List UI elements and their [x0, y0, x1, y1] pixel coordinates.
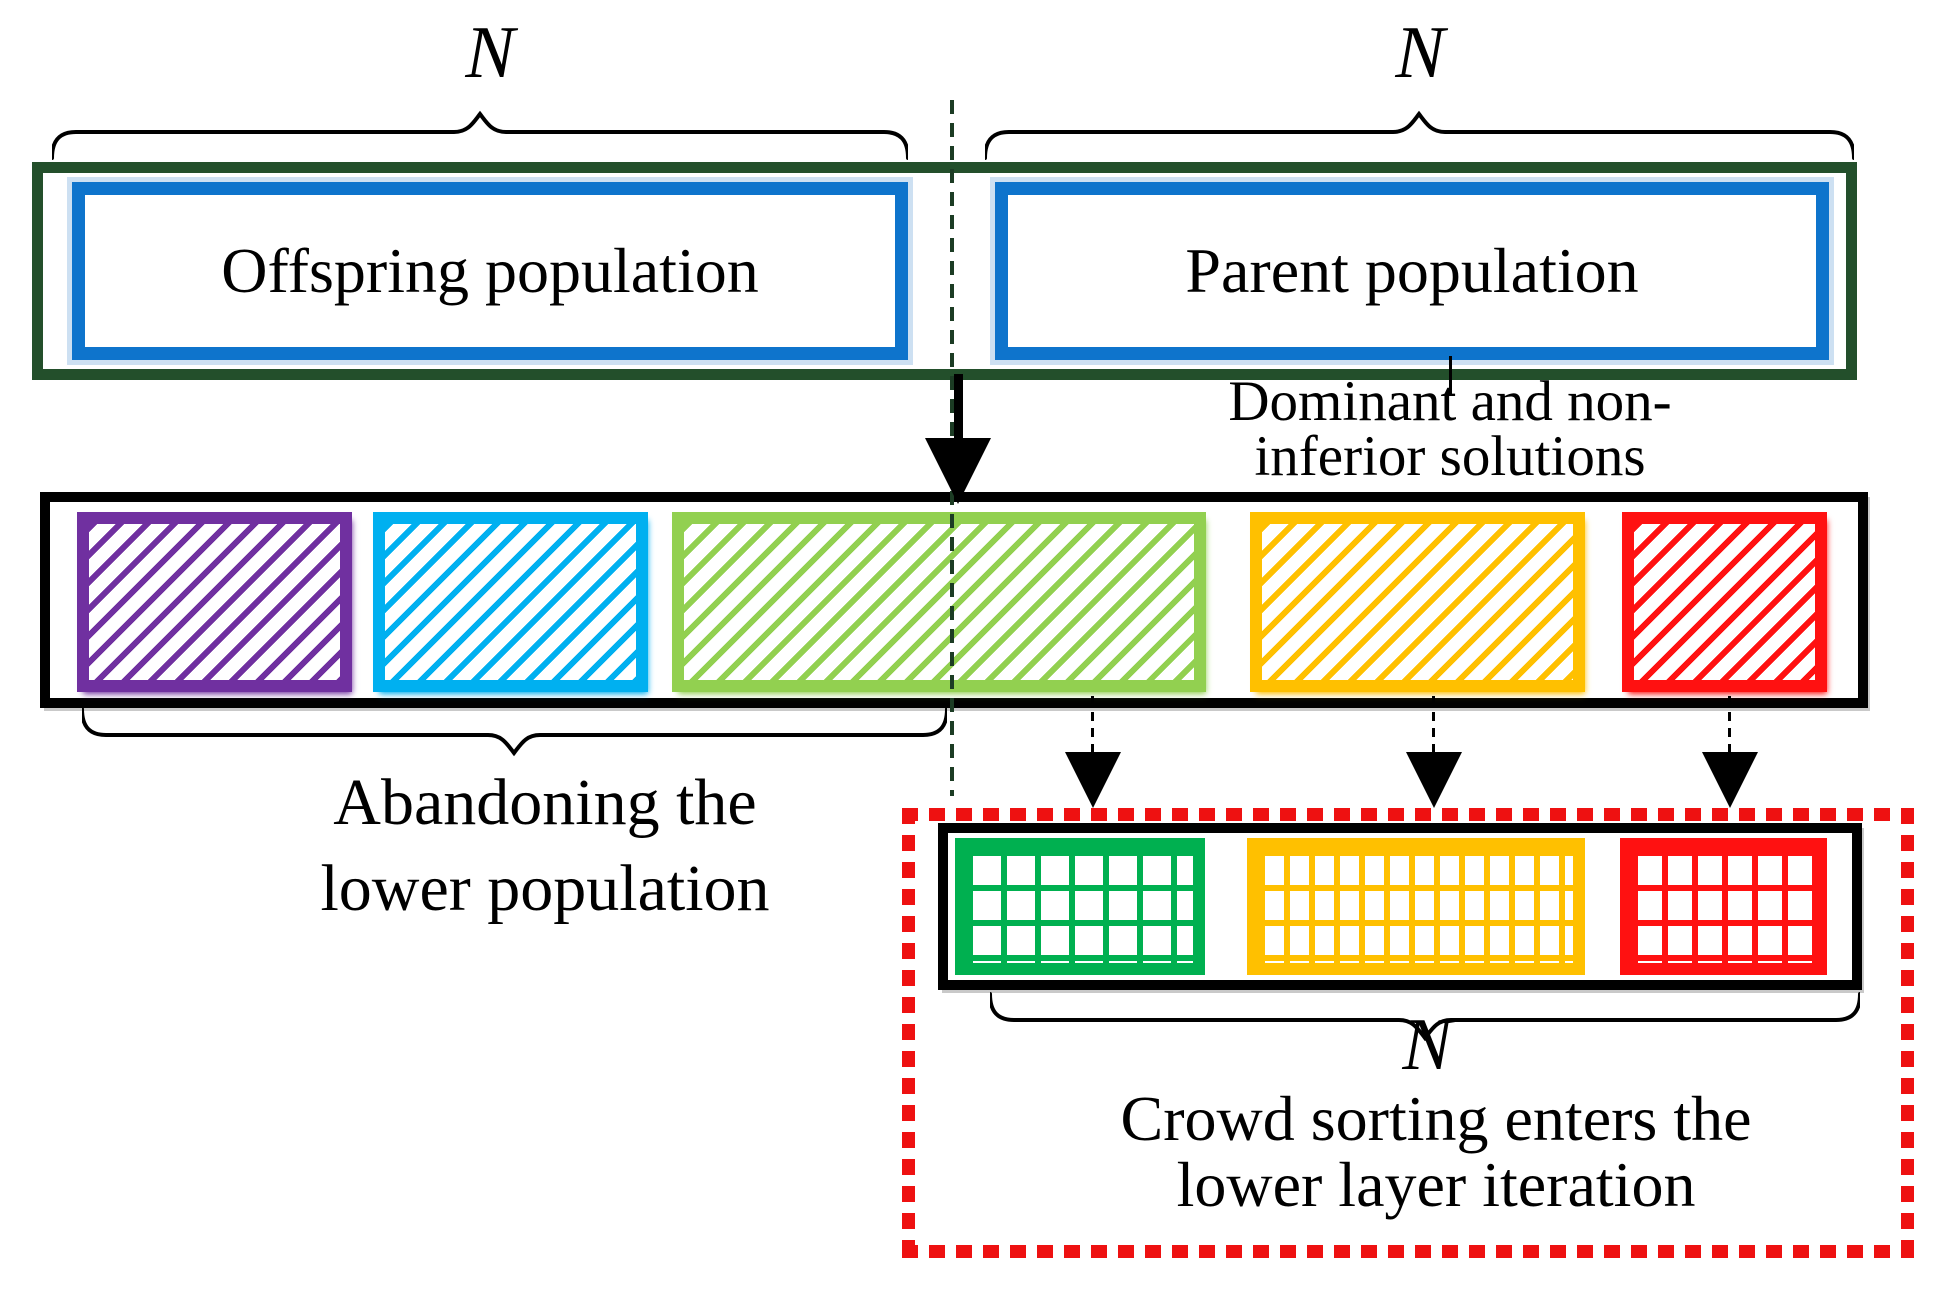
dominant-caption-line1: Dominant and non-	[1228, 370, 1672, 433]
front-1-box	[77, 512, 352, 692]
offspring-count-label: N	[465, 12, 515, 94]
highlight-border-bottom	[902, 1245, 1914, 1258]
crowd-caption-line1: Crowd sorting enters the	[1120, 1083, 1752, 1154]
front-3-box	[672, 512, 1206, 692]
offspring-population-label: Offspring population	[221, 235, 759, 306]
selected-front-2-box	[1247, 838, 1585, 975]
highlight-border-top	[902, 808, 1914, 821]
parent-population-label: Parent population	[1185, 235, 1639, 306]
highlight-border-right	[1901, 808, 1914, 1258]
next-iteration-highlight	[902, 808, 1914, 1258]
abandon-caption-line1: Abandoning the	[333, 766, 757, 839]
selected-count-label: N	[1402, 1004, 1452, 1086]
front-4-box	[1250, 512, 1585, 692]
parent-brace	[985, 110, 1854, 160]
selection-arrow-1-stem	[1091, 696, 1094, 754]
parent-count-label: N	[1395, 12, 1445, 94]
selection-arrow-1-head	[1065, 752, 1121, 808]
selected-brace	[990, 992, 1860, 1042]
selected-front-1-box	[955, 838, 1205, 975]
parent-population-box: Parent population	[995, 182, 1829, 360]
selection-arrow-2-head	[1406, 752, 1462, 808]
crowd-caption-line2: lower layer iteration	[1176, 1149, 1696, 1220]
selection-arrow-2-stem	[1432, 696, 1435, 754]
highlight-border-left	[902, 808, 915, 1258]
offspring-population-box: Offspring population	[72, 182, 908, 360]
offspring-brace	[52, 110, 908, 160]
front-5-box	[1622, 512, 1827, 692]
abandon-caption: Abandoning the lower population	[220, 760, 870, 932]
merge-arrow-shaft	[954, 374, 963, 442]
dominant-caption: Dominant and non- inferior solutions	[1100, 370, 1800, 488]
crowd-caption: Crowd sorting enters the lower layer ite…	[1026, 1086, 1846, 1218]
abandon-caption-line2: lower population	[320, 852, 770, 925]
abandoned-brace	[82, 707, 947, 757]
selected-front-3-box	[1620, 838, 1827, 975]
front-2-box	[373, 512, 648, 692]
dominant-caption-line2: inferior solutions	[1254, 425, 1646, 488]
selection-arrow-3-head	[1702, 752, 1758, 808]
merge-arrow-head	[925, 438, 991, 504]
dominant-caption-connector	[1449, 356, 1452, 394]
selection-arrow-3-stem	[1728, 696, 1731, 754]
